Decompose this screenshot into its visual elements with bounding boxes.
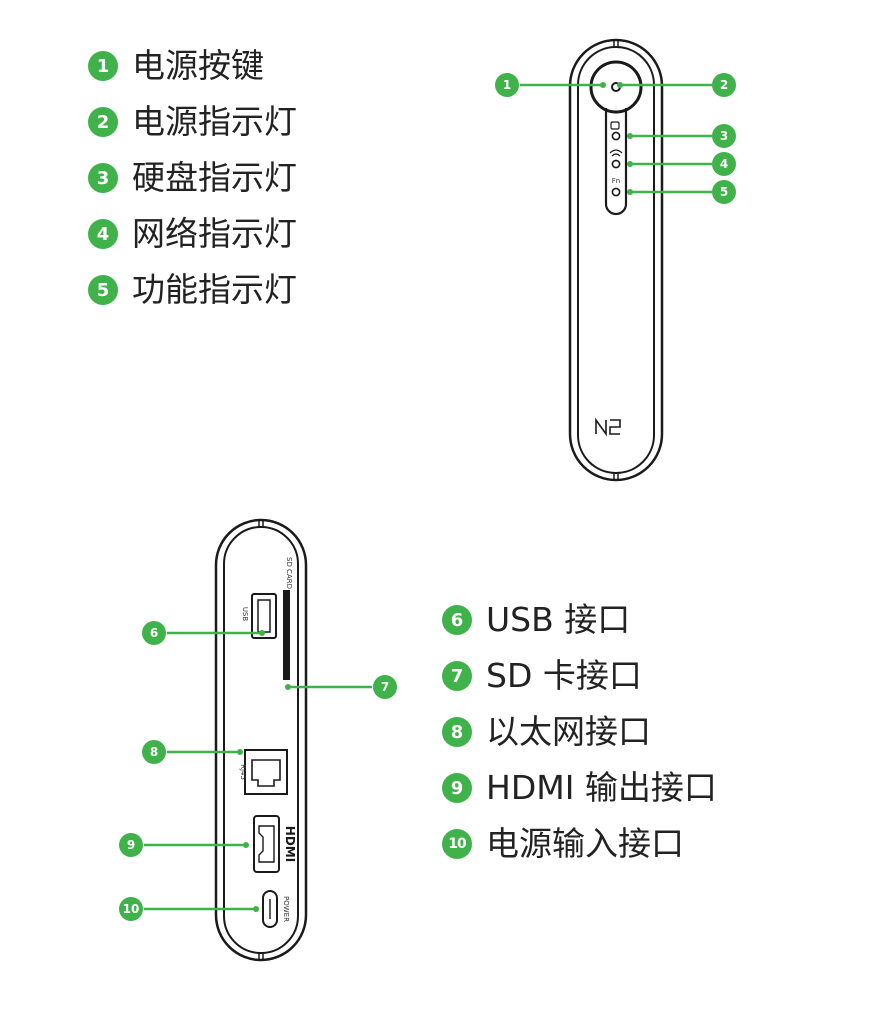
fn-icon: Fn <box>612 177 620 185</box>
hdmi-port[interactable] <box>253 815 280 873</box>
callout-3: 3 <box>712 124 736 148</box>
legend-badge: 10 <box>442 829 472 859</box>
disk-indicator <box>611 131 621 141</box>
side-device: USB SD CARD RJ45 HDMI POWER <box>214 518 308 962</box>
callout-7: 7 <box>373 675 397 699</box>
legend-label: 以太网接口 <box>486 712 651 751</box>
hdmi-logo: HDMI <box>283 826 297 862</box>
network-indicator <box>611 159 621 169</box>
legend-badge: 4 <box>88 219 118 249</box>
model-logo <box>595 417 621 437</box>
power-label: POWER <box>282 896 290 922</box>
legend-top: 1 电源按键 2 电源指示灯 3 硬盘指示灯 4 网络指示灯 5 功能指示灯 <box>88 38 297 318</box>
legend-label: 硬盘指示灯 <box>132 158 297 197</box>
legend-item: 6 USB 接口 <box>442 592 717 648</box>
legend-badge: 5 <box>88 275 118 305</box>
svg-text:10: 10 <box>123 902 140 916</box>
legend-item: 3 硬盘指示灯 <box>88 150 297 206</box>
svg-text:8: 8 <box>150 745 158 759</box>
svg-text:1: 1 <box>503 78 511 92</box>
sd-card-slot[interactable] <box>283 590 290 680</box>
legend-item: 4 网络指示灯 <box>88 206 297 262</box>
svg-text:7: 7 <box>381 680 389 694</box>
callout-5: 5 <box>712 180 736 204</box>
svg-text:4: 4 <box>720 157 728 171</box>
callout-9: 9 <box>119 833 143 857</box>
svg-text:5: 5 <box>720 185 728 199</box>
legend-badge: 6 <box>442 605 472 635</box>
function-indicator <box>611 187 621 197</box>
front-device: Fn <box>568 38 664 482</box>
sd-card-label: SD CARD <box>285 557 293 589</box>
power-button[interactable] <box>589 60 643 114</box>
legend-badge: 1 <box>88 51 118 81</box>
legend-badge: 7 <box>442 661 472 691</box>
indicator-strip <box>604 108 628 216</box>
legend-label: USB 接口 <box>486 600 631 639</box>
rj45-label: RJ45 <box>239 764 247 780</box>
legend-badge: 2 <box>88 107 118 137</box>
side-device-inner-shell <box>223 526 299 954</box>
legend-label: HDMI 输出接口 <box>486 768 717 807</box>
legend-item: 7 SD 卡接口 <box>442 648 717 704</box>
front-device-inner-shell <box>577 46 655 474</box>
callout-1: 1 <box>495 73 519 97</box>
legend-badge: 9 <box>442 773 472 803</box>
svg-text:9: 9 <box>127 838 135 852</box>
callout-10: 10 <box>119 897 143 921</box>
legend-item: 9 HDMI 输出接口 <box>442 760 717 816</box>
legend-item: 1 电源按键 <box>88 38 297 94</box>
callout-8: 8 <box>142 740 166 764</box>
legend-label: 功能指示灯 <box>132 270 297 309</box>
legend-item: 10 电源输入接口 <box>442 816 717 872</box>
svg-text:3: 3 <box>720 129 728 143</box>
callout-2: 2 <box>712 73 736 97</box>
usb-port[interactable] <box>251 593 277 639</box>
legend-item: 8 以太网接口 <box>442 704 717 760</box>
side-device-outer-shell <box>214 518 308 962</box>
legend-bottom: 6 USB 接口 7 SD 卡接口 8 以太网接口 9 HDMI 输出接口 10 电源输入… <box>442 592 717 872</box>
callout-6: 6 <box>142 621 166 645</box>
svg-text:2: 2 <box>720 78 728 92</box>
legend-label: SD 卡接口 <box>486 656 642 695</box>
front-device-outer-shell <box>568 38 664 482</box>
legend-badge: 8 <box>442 717 472 747</box>
disk-icon <box>610 121 620 130</box>
usb-label: USB <box>241 607 249 622</box>
legend-label: 电源指示灯 <box>132 102 297 141</box>
wifi-icon <box>609 149 623 157</box>
svg-text:6: 6 <box>150 626 158 640</box>
legend-item: 5 功能指示灯 <box>88 262 297 318</box>
power-port[interactable] <box>262 890 278 928</box>
legend-badge: 3 <box>88 163 118 193</box>
legend-label: 网络指示灯 <box>132 214 297 253</box>
rj45-port[interactable] <box>244 749 288 795</box>
legend-item: 2 电源指示灯 <box>88 94 297 150</box>
legend-label: 电源按键 <box>132 46 264 85</box>
callout-4: 4 <box>712 152 736 176</box>
legend-label: 电源输入接口 <box>486 824 684 863</box>
